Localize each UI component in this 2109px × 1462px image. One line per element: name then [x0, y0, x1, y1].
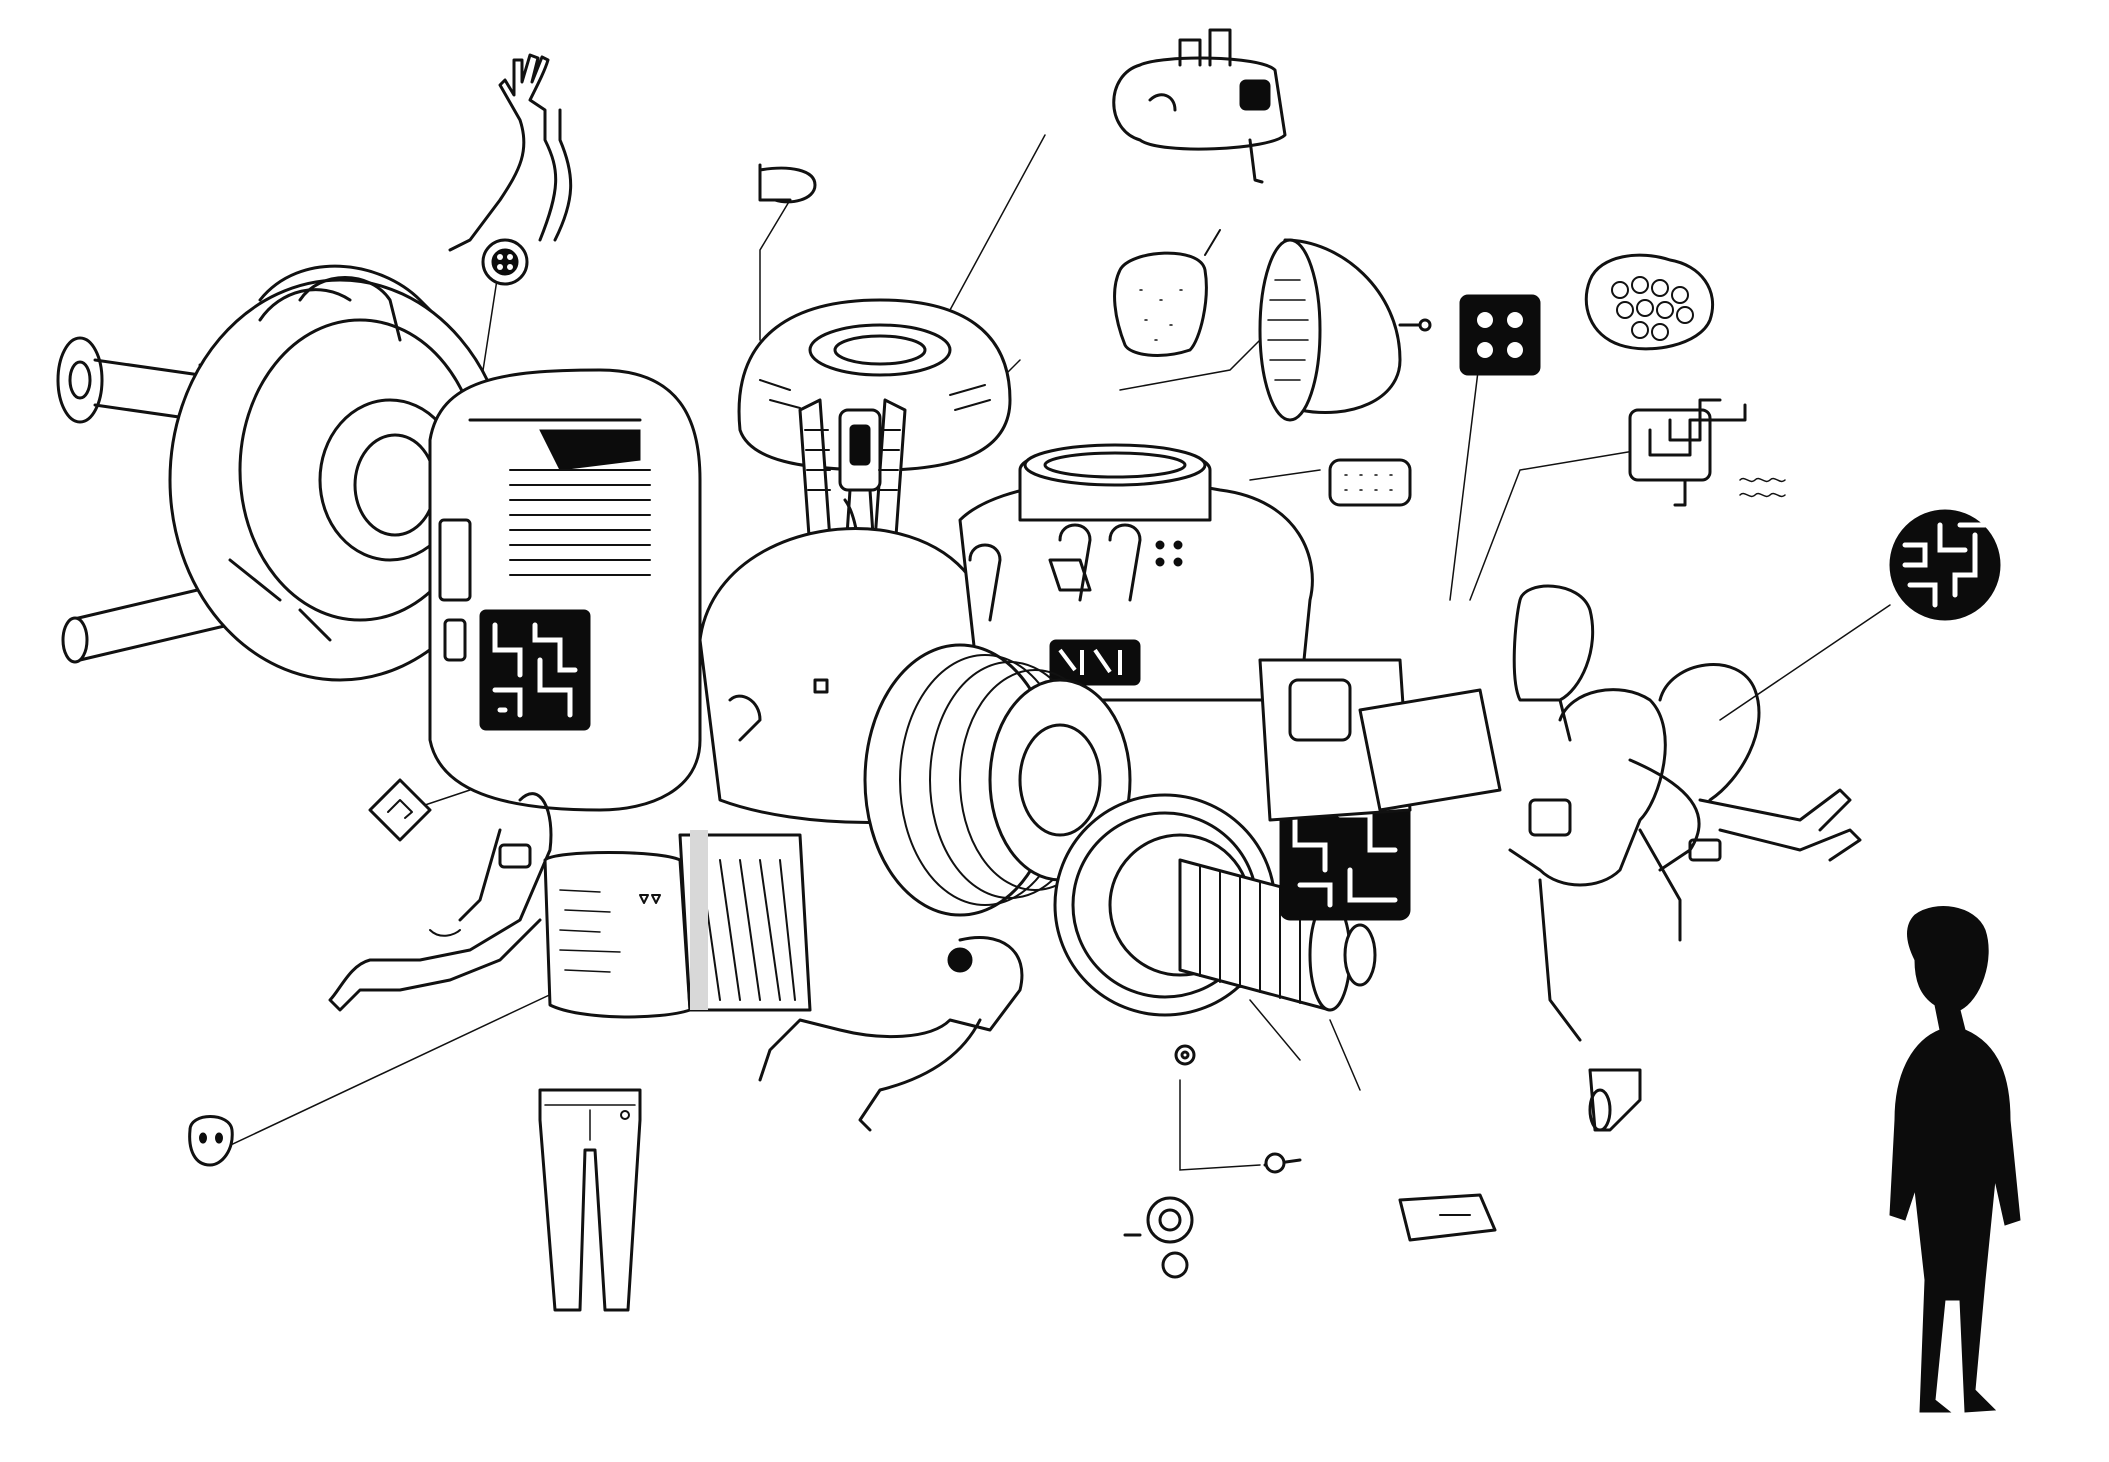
- tube-case: [1112, 28, 1287, 184]
- seated-figure-top: [1512, 584, 1595, 742]
- lying-figure-left: [328, 792, 553, 1012]
- seated-figure-front: [1508, 688, 1701, 1042]
- rotor: [1178, 858, 1377, 1012]
- cell-rock: [1584, 253, 1715, 351]
- circuit-block-right: [1258, 658, 1502, 921]
- maze-disc: [1889, 509, 2001, 621]
- fuel-tank: [1018, 443, 1212, 522]
- flag-marker: [758, 163, 817, 204]
- spring-canister: [798, 398, 907, 642]
- jeans: [538, 1088, 642, 1312]
- bread-slice: [1113, 229, 1221, 357]
- dice-block: [1459, 294, 1541, 376]
- raised-hand-arm: [448, 53, 573, 286]
- seated-figure-back: [1658, 663, 1862, 862]
- pipe-box: [1628, 398, 1786, 507]
- coil-drum: [428, 368, 702, 812]
- pin: [1263, 1152, 1302, 1174]
- lying-figure-bottom: [758, 935, 1024, 1132]
- brick: [1398, 1193, 1497, 1242]
- cup: [1588, 1068, 1642, 1132]
- dome-lamp: [1258, 238, 1432, 422]
- outlet-plug: [188, 1115, 234, 1167]
- finned-cylinder: [543, 830, 812, 1019]
- diamond-tag: [368, 778, 432, 842]
- biscuit: [1328, 458, 1412, 507]
- child-silhouette: [1889, 906, 2021, 1413]
- gear-knob: [1123, 1196, 1194, 1279]
- nut: [1174, 1044, 1196, 1066]
- circuit-panel: [479, 609, 591, 731]
- finned-cylinder-center: [863, 643, 1132, 917]
